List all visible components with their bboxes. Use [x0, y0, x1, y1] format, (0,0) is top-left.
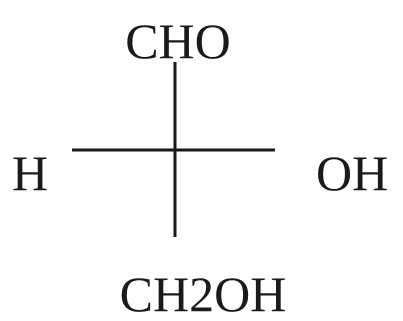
- right-substituent-label: OH: [316, 145, 388, 201]
- bottom-substituent-label: CH2OH: [120, 266, 287, 321]
- left-substituent-label: H: [12, 145, 48, 201]
- top-substituent-label: CHO: [125, 13, 231, 69]
